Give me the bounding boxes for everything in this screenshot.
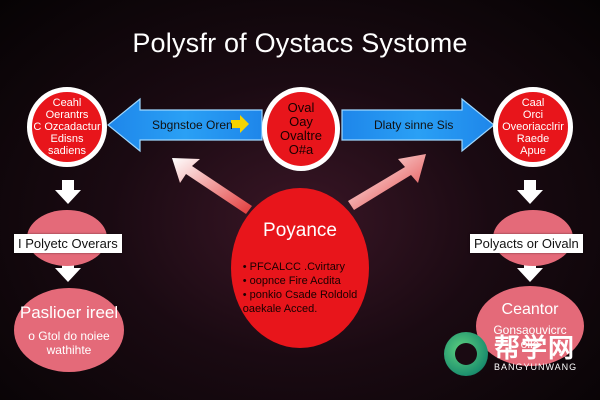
right-bottom-title: Ceantor <box>501 301 559 318</box>
center-top-line: Ovaltre <box>280 128 322 143</box>
center-big-item: oaekale Acced. <box>242 303 318 315</box>
left-bottom-circle: Paslioer ireel o Gtol do noiee wathihte <box>14 288 124 372</box>
left-bottom-line: wathihte <box>46 343 92 357</box>
center-top-line: O#a <box>288 142 314 157</box>
left-top-line: sadiens <box>48 145 86 157</box>
left-top-line: Edisns <box>50 133 84 145</box>
left-top-line: Ceahl <box>52 97 82 109</box>
center-top-circle: Oval Oay Ovaltre O#a <box>262 87 340 171</box>
right-down-arrow-2 <box>517 258 543 282</box>
center-big-title: Poyance <box>263 220 337 241</box>
right-box-label: Polyacts or Oivaln <box>470 234 583 253</box>
center-top-line: Oval <box>287 100 315 115</box>
watermark: 帮学网 BANGYUNWANG <box>444 328 594 384</box>
right-arrow-label: Dlaty sinne Sis <box>374 118 454 132</box>
diagram-title: Polysfr of Oystacs Systome <box>132 28 468 58</box>
left-down-arrow-2 <box>55 258 81 282</box>
right-down-arrow-1 <box>517 180 543 204</box>
center-big-item: • PFCALCC .Cvirtary <box>242 261 345 273</box>
left-arrow-label: Sbgnstoe Oren <box>152 118 233 132</box>
right-top-line: Caal <box>521 97 545 109</box>
left-diagonal-arrow <box>172 158 252 214</box>
right-top-line: Raede <box>516 133 550 145</box>
right-top-line: Oveoriacclrir <box>502 121 564 133</box>
right-top-circle: Caal Orci Oveoriacclrir Raede Apue <box>493 87 573 167</box>
right-top-line: Apue <box>520 145 546 157</box>
yellow-arrow-icon <box>231 115 249 133</box>
center-big-list: • PFCALCC .Cvirtary • oopnce Fire Acdita… <box>243 260 358 316</box>
watermark-cn-text: 帮学网 <box>494 333 576 363</box>
right-top-line: Orci <box>522 109 544 121</box>
center-big-item: • ponkio Csade Roldold <box>242 289 358 301</box>
q-logo-icon <box>444 332 488 376</box>
left-top-line: Oerantrs <box>45 109 89 121</box>
left-top-circle: Ceahl Oerantrs C Ozcadactur Edisns sadie… <box>27 87 107 167</box>
right-bottom-circle: Ceantor Gonsaouvicrc olle <box>476 286 584 366</box>
left-bottom-title: Paslioer ireel <box>19 303 119 322</box>
right-diagonal-arrow <box>348 154 426 210</box>
left-down-arrow-1 <box>55 180 81 204</box>
right-blue-arrow <box>341 97 495 153</box>
center-big-item: • oopnce Fire Acdita <box>242 275 341 287</box>
right-bottom-line: olle <box>520 337 540 351</box>
watermark-en-text: BANGYUNWANG <box>494 362 578 372</box>
left-box-label: I Polyetc Overars <box>14 234 122 253</box>
left-bottom-line: o Gtol do noiee <box>28 329 110 343</box>
right-bottom-line: Gonsaouvicrc <box>493 323 567 337</box>
left-top-line: C Ozcadactur <box>33 121 101 133</box>
center-top-line: Oay <box>289 114 313 129</box>
center-big-circle: Poyance • PFCALCC .Cvirtary • oopnce Fir… <box>231 188 369 348</box>
